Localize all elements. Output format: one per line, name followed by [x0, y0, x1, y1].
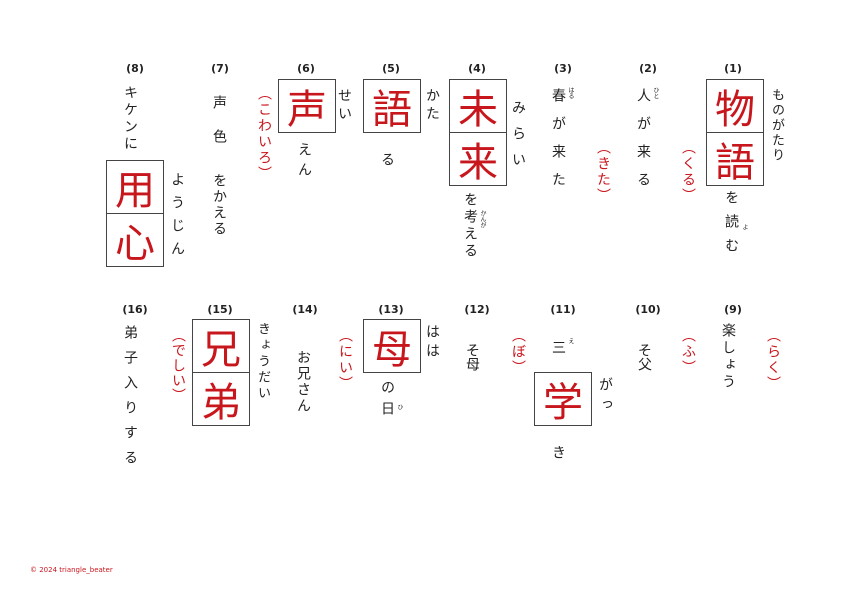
kanji-box: 用 心 [106, 160, 164, 267]
sentence-text: 色 [211, 129, 227, 143]
furigana: ひ [396, 404, 403, 410]
sentence-text: 三 [550, 340, 566, 354]
furigana: ひと [652, 87, 659, 99]
kanji-box: 学 [534, 372, 592, 426]
sentence-text: 弟子入りする [122, 325, 138, 475]
problem-number: (13) [378, 303, 404, 316]
sentence-text: 人が来る [635, 88, 651, 200]
reading-text: がっ [597, 377, 613, 417]
answer-text: （ふ） [680, 328, 696, 376]
kanji-box: 声 [278, 79, 336, 133]
sentence-text: 声 [211, 95, 227, 109]
problem-number: (2) [639, 62, 657, 75]
sentence-text: はは [424, 324, 440, 362]
kanji-cell: 母 [372, 327, 412, 373]
kanji-cell: 声 [287, 87, 327, 133]
kanji-cell: 未 [458, 87, 498, 133]
problem-number: (10) [635, 303, 661, 316]
sentence-text: を考える [462, 192, 478, 260]
kanji-box: 物 語 [706, 79, 764, 186]
answer-text: （きた） [595, 140, 611, 204]
kanji-cell: 学 [543, 380, 583, 426]
answer-text: （らく） [765, 328, 781, 392]
furigana: かんが [479, 210, 486, 228]
reading-text: せい [336, 88, 352, 124]
problem-number: (4) [468, 62, 486, 75]
reading-text: みらい [510, 100, 526, 178]
problem-number: (14) [292, 303, 318, 316]
furigana: はる [567, 87, 574, 99]
problem-number: (12) [464, 303, 490, 316]
problem-number: (7) [211, 62, 229, 75]
sentence-text: 楽しょう [720, 323, 736, 391]
sentence-text: お兄さん [295, 350, 311, 414]
sentence-text: き [550, 445, 566, 459]
problem-number: (3) [554, 62, 572, 75]
kanji-cell: 用 [115, 168, 155, 214]
sentence-text: の日 [379, 380, 395, 422]
sentence-text: る [379, 152, 395, 166]
answer-text: （くる） [680, 140, 696, 204]
sentence-text: そ父 [636, 343, 652, 371]
reading-text: ようじん [169, 172, 185, 264]
copyright-footer: © 2024 triangle_beater [30, 566, 113, 574]
kanji-box: 兄 弟 [192, 319, 250, 426]
problem-number: (1) [724, 62, 742, 75]
kanji-cell: 兄 [201, 327, 241, 373]
answer-text: （ぼ） [510, 328, 526, 376]
problem-number: (11) [550, 303, 576, 316]
answer-text: （こわいろ） [256, 86, 272, 182]
answer-text: （にい） [337, 328, 353, 392]
problem-number: (6) [297, 62, 315, 75]
problem-number: (9) [724, 303, 742, 316]
kanji-cell: 弟 [193, 372, 249, 426]
sentence-text: 春が来た [550, 88, 566, 200]
sentence-text: かた [424, 88, 440, 124]
reading-text: きょうだい [255, 322, 270, 402]
problem-number: (8) [126, 62, 144, 75]
kanji-cell: 来 [450, 132, 506, 186]
sentence-text: キケンに [122, 85, 138, 153]
sentence-text: そ母 [464, 343, 480, 371]
furigana: え [567, 338, 574, 344]
problem-number: (5) [382, 62, 400, 75]
sentence-text: えん [296, 142, 312, 182]
kanji-cell: 心 [107, 213, 163, 267]
problem-number: (16) [122, 303, 148, 316]
kanji-cell: 物 [715, 87, 755, 133]
problem-number: (15) [207, 303, 233, 316]
reading-text: ものがたり [769, 88, 784, 163]
sentence-text: をかえる [211, 173, 227, 237]
kanji-box: 母 [363, 319, 421, 373]
sentence-text: を読む [723, 190, 739, 262]
kanji-box: 語 [363, 79, 421, 133]
answer-text: （でしい） [170, 328, 186, 403]
kanji-cell: 語 [707, 132, 763, 186]
kanji-cell: 語 [372, 87, 412, 133]
kanji-box: 未 来 [449, 79, 507, 186]
furigana: よ [741, 224, 748, 230]
